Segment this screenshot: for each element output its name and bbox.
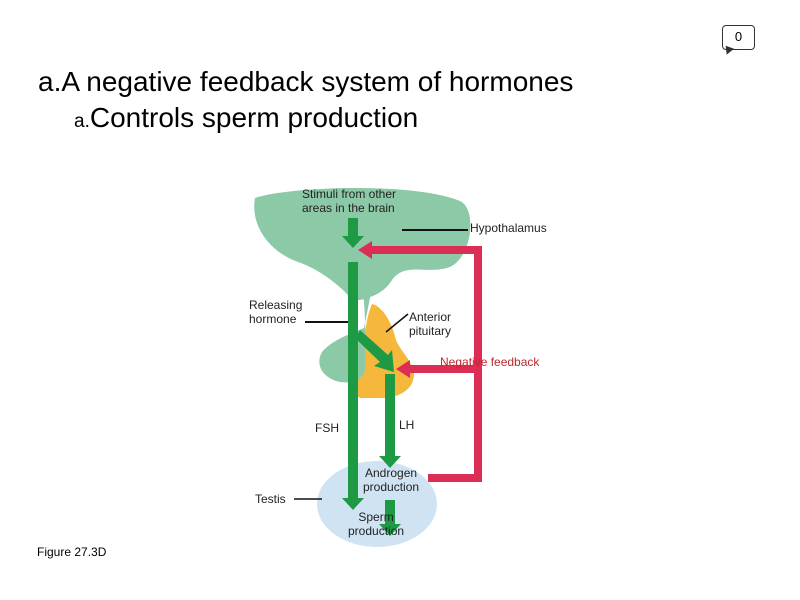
slide-number-badge: 0 — [722, 25, 755, 50]
anterior-pituitary-pointer — [385, 313, 409, 333]
negative-feedback-loop — [358, 241, 482, 482]
androgen-production-label: Androgen production — [363, 466, 420, 494]
stimuli-arrow — [342, 218, 364, 248]
slide-title: a.A negative feedback system of hormones — [38, 66, 573, 98]
title-text: A negative feedback system of hormones — [61, 66, 574, 97]
title-marker: a. — [38, 66, 62, 97]
branch-arrow — [355, 330, 394, 372]
figure-caption: Figure 27.3D — [37, 545, 107, 559]
sperm-production-arrow — [379, 500, 401, 536]
anterior-pituitary-region — [355, 304, 414, 398]
subtitle-text: Controls sperm production — [89, 102, 419, 133]
slide-subtitle: a.Controls sperm production — [74, 102, 418, 134]
sperm-production-label: Sperm production — [348, 510, 405, 538]
pituitary-stalk — [319, 288, 372, 384]
feedback-arrowhead-pituitary — [396, 360, 410, 378]
releasing-hormone-label: Releasing hormone — [249, 298, 303, 326]
fsh-arrow — [342, 262, 364, 510]
subtitle-marker: a. — [74, 111, 90, 132]
lh-label: LH — [399, 418, 415, 432]
hypothalamus-region — [254, 188, 471, 300]
anterior-pituitary-label: Anterior pituitary — [409, 310, 452, 338]
testis-region — [317, 461, 437, 547]
feedback-arrowhead-hypothalamus — [358, 241, 372, 259]
hypothalamus-label: Hypothalamus — [470, 221, 547, 235]
lh-arrow — [379, 374, 401, 468]
stimuli-label: Stimuli from other areas in the brain — [302, 187, 397, 215]
hormone-arrows — [342, 218, 401, 536]
feedback-path — [368, 246, 482, 482]
negative-feedback-label: Negative feedback — [440, 355, 540, 369]
fsh-label: FSH — [315, 421, 339, 435]
testis-label: Testis — [255, 492, 286, 506]
